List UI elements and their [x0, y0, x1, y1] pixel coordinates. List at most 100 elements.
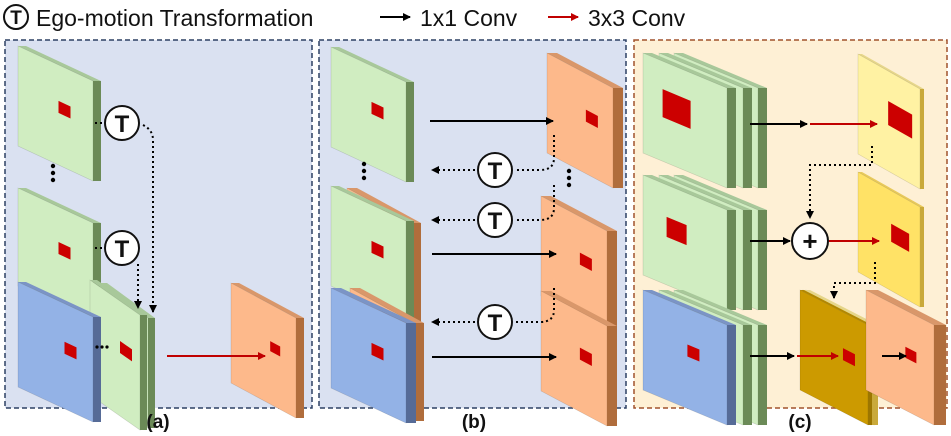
slab-side	[743, 88, 752, 188]
fused-map-mid	[857, 171, 924, 308]
panel-c-sum-node: +	[791, 222, 829, 260]
slab-side	[920, 89, 924, 189]
panel-b-right-ellipsis	[566, 168, 572, 188]
red-receptive-field	[58, 100, 71, 119]
transform-legend-symbol: T	[10, 8, 22, 29]
slab-side	[920, 207, 924, 307]
red-receptive-field	[270, 341, 281, 357]
red-receptive-field	[579, 252, 592, 271]
transform-symbol: T	[115, 111, 130, 138]
slab-side	[743, 210, 752, 310]
panel-a-caption: (a)	[146, 412, 169, 433]
current-frame-map	[17, 281, 101, 423]
slab-top	[643, 175, 736, 210]
slab-side	[934, 325, 946, 425]
red-receptive-field	[891, 223, 910, 252]
red-receptive-field	[120, 341, 132, 362]
panel-a-transform-node-1: T	[104, 105, 140, 141]
slab-top	[18, 46, 101, 81]
conv1x1-legend-label: 1x1 Conv	[420, 5, 518, 31]
slab-top	[547, 53, 623, 88]
slab-top	[541, 291, 617, 326]
slab-side	[406, 82, 414, 182]
panel-b-connectors	[430, 117, 557, 361]
panel-a-connectors	[95, 122, 266, 360]
slab-top	[350, 288, 424, 323]
slab-top	[643, 53, 736, 88]
red-receptive-field	[662, 89, 691, 129]
red-receptive-field	[64, 341, 77, 360]
transform-symbol: T	[115, 236, 130, 263]
slab-side	[93, 317, 101, 422]
slab-top	[858, 172, 924, 207]
slab-top	[643, 290, 736, 325]
red-receptive-field	[666, 216, 687, 246]
transform-symbol: T	[488, 158, 503, 185]
transform-legend-icon: T	[3, 4, 29, 30]
conv3x3-legend-label: 3x3 Conv	[588, 5, 686, 31]
panel-b-transform-node-3: T	[477, 304, 513, 340]
slab-side	[140, 315, 147, 430]
slab-top	[866, 290, 946, 325]
slab-side	[727, 88, 736, 188]
slab-side	[758, 325, 767, 425]
plus-icon: +	[802, 226, 817, 256]
slab-top	[331, 186, 414, 221]
red-receptive-field	[371, 240, 384, 259]
current-frame-map	[330, 287, 416, 424]
red-receptive-field	[905, 346, 917, 364]
slab-side	[743, 325, 752, 425]
slab-side	[414, 323, 424, 421]
slab-side	[758, 88, 767, 188]
red-receptive-field	[58, 242, 71, 260]
dotted-link	[516, 288, 555, 323]
slab-top	[659, 175, 752, 210]
red-receptive-field	[687, 344, 700, 362]
concat-map-front	[89, 279, 147, 431]
output-map	[230, 282, 304, 419]
feature-map-t1	[17, 45, 101, 182]
slab-top	[800, 290, 872, 325]
slab-side	[613, 88, 623, 188]
panel-a-transform-node-2: T	[104, 230, 140, 266]
panel-b-caption: (b)	[462, 412, 486, 433]
slab-side	[727, 210, 736, 310]
transform-symbol: T	[488, 208, 503, 235]
slab-side	[607, 231, 617, 331]
slab-top	[231, 283, 304, 318]
panel-b-transform-node-2: T	[477, 202, 513, 238]
dotted-upsample-arrow	[806, 146, 873, 219]
red-receptive-field	[842, 348, 855, 367]
pyramid-level-front	[642, 52, 736, 189]
panel-c-caption: (c)	[788, 412, 811, 433]
slab-side	[406, 221, 414, 321]
slab-top	[331, 47, 414, 82]
slab-side	[93, 81, 101, 181]
panel-a-inline-ellipsis	[95, 345, 109, 349]
legend: T Ego-motion Transformation 1x1 Conv 3x3…	[3, 4, 686, 31]
slab-top	[674, 175, 767, 210]
feature-map-t1	[330, 46, 414, 183]
slab-top	[331, 288, 416, 323]
panel-b-layers	[330, 46, 623, 427]
current-frame-map	[642, 289, 736, 426]
slab-top	[674, 53, 767, 88]
slab-side	[406, 323, 416, 423]
red-receptive-field	[579, 347, 592, 366]
slab-top	[18, 188, 101, 223]
fused-map-top	[857, 53, 924, 190]
state-map-t1	[546, 52, 623, 189]
state-map-t3	[540, 290, 617, 427]
red-receptive-field	[371, 101, 384, 120]
slab-top	[347, 188, 421, 223]
slab-top	[90, 280, 147, 315]
panel-c-connectors	[750, 120, 907, 360]
slab-top	[674, 290, 767, 325]
panel-a-layers	[17, 45, 304, 431]
transform-symbol: T	[488, 310, 503, 337]
feature-map-t2	[330, 185, 414, 322]
slab-side	[727, 325, 736, 425]
slab-side	[148, 318, 155, 428]
slab-side	[607, 326, 617, 426]
